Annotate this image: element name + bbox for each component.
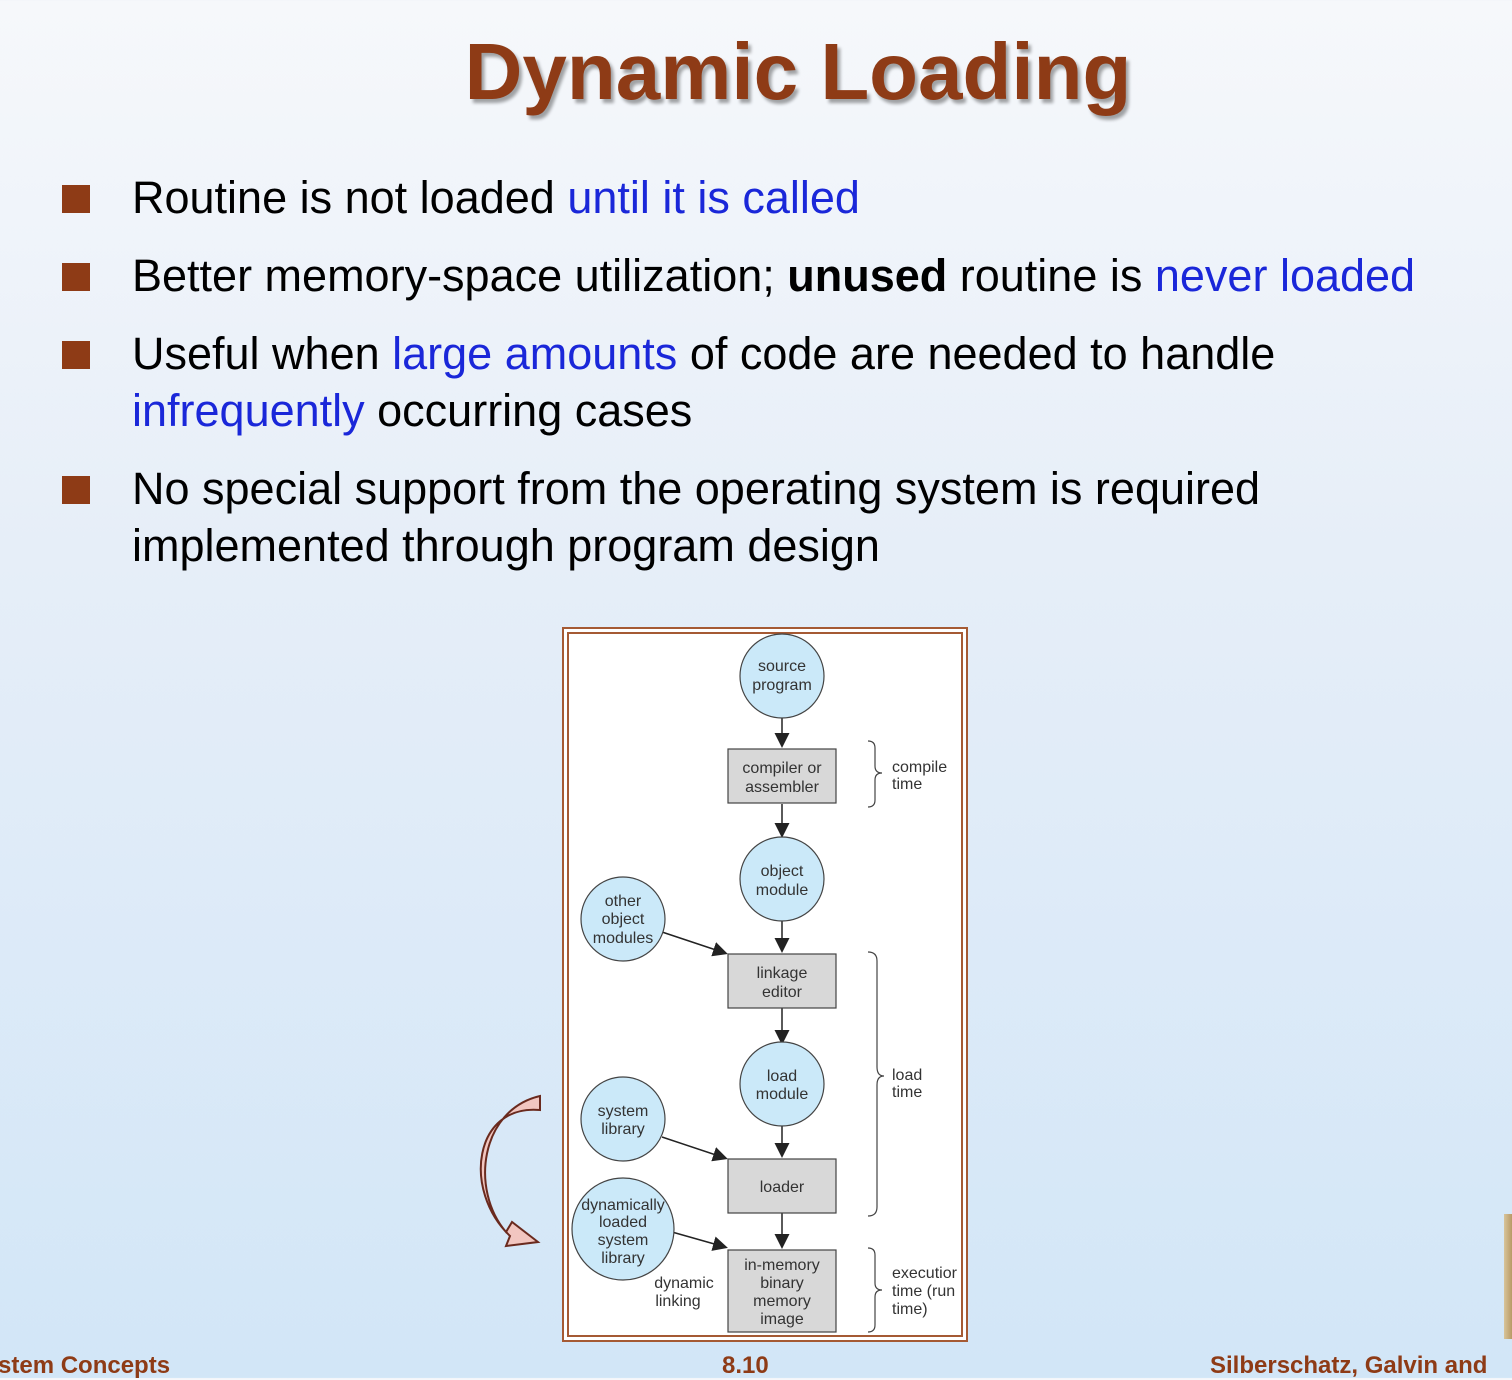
bullet-1: Routine is not loaded until it is called — [132, 169, 860, 226]
bullet-3-line2: infrequently occurring cases — [132, 382, 692, 439]
loading-diagram: source program compiler or assembler obj… — [562, 627, 968, 1342]
side-decoration — [1504, 1214, 1512, 1339]
bullet-3-highlight-b: infrequently — [132, 385, 365, 436]
dynamic-library-line2: loaded — [599, 1214, 647, 1231]
slide-title: Dynamic Loading — [464, 27, 1132, 116]
footer-right: Silberschatz, Galvin and — [1210, 1352, 1488, 1379]
dynamic-linking-line2: linking — [655, 1293, 700, 1310]
execution-time-line2: time (run — [892, 1283, 955, 1300]
loader-label: loader — [760, 1179, 805, 1196]
dynamic-library-line4: library — [601, 1250, 645, 1267]
in-memory-image-box — [727, 1249, 837, 1333]
dynamic-linking-line1: dynamic — [654, 1275, 714, 1292]
footer-left: stem Concepts — [0, 1352, 171, 1379]
loader-box — [727, 1158, 837, 1214]
footer-center: 8.10 — [722, 1352, 769, 1379]
source-program-line1: source — [758, 658, 806, 675]
dynamic-library-node — [571, 1177, 675, 1281]
object-module-line2: module — [756, 882, 809, 899]
bullet-2-highlight: never loaded — [1154, 250, 1416, 301]
linkage-editor-line1: linkage — [757, 965, 808, 982]
bullet-2-text-b: routine is — [947, 250, 1155, 301]
system-library-line2: library — [601, 1121, 645, 1138]
compiler-line1: compiler or — [742, 760, 822, 777]
compile-time-line1: compile — [892, 759, 947, 776]
bullet-2: Better memory-space utilization; unused … — [132, 247, 1415, 304]
bullet-marker — [62, 341, 90, 369]
execution-time-line1: executior — [892, 1265, 958, 1282]
source-program-node — [739, 633, 825, 719]
other-modules-line2: object — [602, 911, 645, 928]
bullet-4-text-b: implemented through program design — [132, 520, 880, 571]
dynamic-library-line3: system — [598, 1232, 649, 1249]
in-memory-line1: in-memory — [744, 1257, 820, 1274]
in-memory-line3: memory — [753, 1293, 811, 1310]
load-module-node — [739, 1041, 825, 1127]
bullet-3-text-b: of code are needed to handle — [677, 328, 1276, 379]
load-time-line2: time — [892, 1084, 922, 1101]
linkage-editor-line2: editor — [762, 984, 803, 1001]
bullet-3-highlight: large amounts — [392, 328, 678, 379]
load-time-line1: load — [892, 1067, 922, 1084]
bullet-1-highlight: until it is called — [567, 172, 860, 223]
in-memory-line2: binary — [760, 1275, 804, 1292]
execution-time-line3: time) — [892, 1301, 928, 1318]
linkage-editor-box — [727, 953, 837, 1009]
load-module-line2: module — [756, 1086, 809, 1103]
bullet-marker — [62, 185, 90, 213]
bullet-2-text: Better memory-space utilization; — [132, 250, 788, 301]
load-module-line1: load — [767, 1068, 797, 1085]
source-program-line2: program — [752, 677, 812, 694]
system-library-line1: system — [598, 1103, 649, 1120]
compiler-line2: assembler — [745, 779, 819, 796]
other-modules-line3: modules — [593, 930, 653, 947]
bullet-2-bold: unused — [787, 250, 948, 301]
bullet-4: No special support from the operating sy… — [132, 460, 1260, 517]
object-module-node — [739, 836, 825, 922]
object-module-line1: object — [761, 863, 804, 880]
bullet-marker — [62, 476, 90, 504]
bullet-1-text: Routine is not loaded — [132, 172, 568, 223]
other-modules-node — [580, 876, 666, 962]
bullet-marker — [62, 263, 90, 291]
system-library-node — [580, 1076, 666, 1162]
bullet-3-text-c: occurring cases — [364, 385, 693, 436]
bullet-3: Useful when large amounts of code are ne… — [132, 325, 1275, 382]
other-modules-line1: other — [605, 893, 642, 910]
bullet-4-text: No special support from the operating sy… — [132, 463, 1261, 514]
bullet-4-line2: implemented through program design — [132, 517, 880, 574]
compiler-box — [727, 748, 837, 804]
in-memory-line4: image — [760, 1311, 804, 1328]
dynamic-library-line1: dynamically — [581, 1197, 665, 1214]
bullet-3-text: Useful when — [132, 328, 393, 379]
compile-time-line2: time — [892, 776, 922, 793]
curved-arrow-icon — [479, 1094, 541, 1248]
